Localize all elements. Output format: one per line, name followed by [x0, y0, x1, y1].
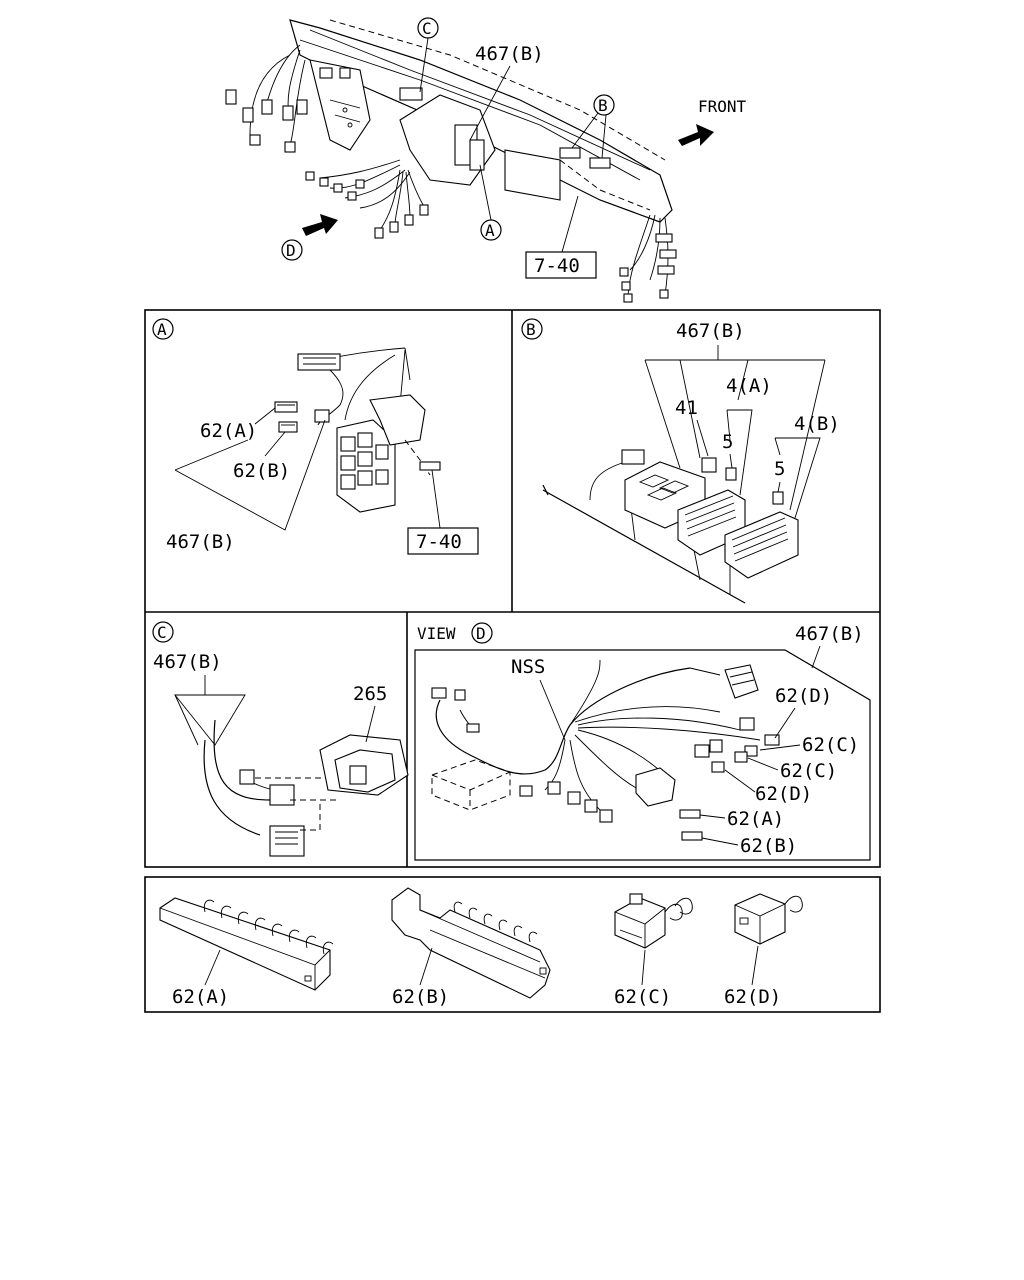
front-arrow-icon [678, 124, 714, 146]
panel-d-title: VIEW [417, 624, 456, 643]
legend-label-62c: 62(C) [614, 986, 671, 1008]
overview-callout-d: D [286, 241, 296, 260]
connector-62a [274, 401, 298, 413]
relay-41 [701, 457, 717, 473]
panel-a: A 62(A) 62(B) 467(B) 7-40 [152, 318, 479, 555]
panel-b-label-41: 41 [675, 397, 698, 419]
connector-62d-detail [734, 893, 803, 945]
panel-a-tag: A [157, 320, 167, 339]
panel-c: C 467(B) 265 [152, 621, 409, 857]
legend-label-62a: 62(A) [172, 986, 229, 1008]
panel-c-tag: C [157, 623, 167, 642]
legend-frame [144, 876, 881, 1013]
panel-b: B 467(B) 4(A) 41 5 4(B) 5 [521, 318, 840, 604]
overview-callouts: C 467(B) B FRONT A D 7-40 [281, 17, 747, 279]
view-d-frame [414, 649, 871, 861]
panel-d-label-nss: NSS [511, 656, 545, 678]
panel-b-label-5a: 5 [722, 431, 733, 453]
overview-callout-c: C [422, 19, 432, 38]
panel-a-label-62a: 62(A) [200, 420, 257, 442]
legend-label-62b: 62(B) [392, 986, 449, 1008]
panel-b-label-5b: 5 [774, 458, 785, 480]
connector-62b [278, 421, 298, 433]
overview-callout-a: A [485, 221, 495, 240]
overview-ref-box [525, 251, 597, 279]
connector-62a-detail [159, 897, 334, 991]
panel-b-label-4b: 4(B) [794, 413, 840, 435]
panel-d: VIEW D 467(B) NSS [414, 622, 871, 861]
panel-d-label-62d-1: 62(D) [775, 685, 832, 707]
front-label: FRONT [698, 97, 747, 116]
panel-b-label-467b: 467(B) [676, 320, 745, 342]
panel-d-label-62c-2: 62(C) [780, 760, 837, 782]
panel-c-label-265: 265 [353, 683, 387, 705]
connector-62c-detail [614, 893, 693, 949]
panel-d-tag: D [476, 624, 486, 643]
legend-label-62d: 62(D) [724, 986, 781, 1008]
panel-a-label-62b: 62(B) [233, 460, 290, 482]
panel-a-label-467b: 467(B) [166, 531, 235, 553]
panel-d-label-62a: 62(A) [727, 808, 784, 830]
panel-a-ref-text: 7-40 [416, 531, 462, 553]
view-d-arrow-icon [302, 214, 338, 236]
panel-d-label-467b: 467(B) [795, 623, 864, 645]
overview-part-467b: 467(B) [475, 43, 544, 65]
panel-d-label-62d-2: 62(D) [755, 783, 812, 805]
panel-c-label-467b: 467(B) [153, 651, 222, 673]
overview-harness [225, 19, 677, 303]
panel-d-label-62b: 62(B) [740, 835, 797, 857]
overview-callout-b: B [598, 96, 608, 115]
panel-a-ref-box [407, 527, 479, 555]
panel-b-label-4a: 4(A) [726, 375, 772, 397]
panel-d-label-62c-1: 62(C) [802, 734, 859, 756]
overview-ref-text: 7-40 [534, 255, 580, 277]
fuse-5a [725, 467, 737, 481]
fuse-5b [772, 491, 784, 505]
panel-b-tag: B [526, 320, 536, 339]
connector-62b-detail [391, 887, 551, 999]
legend-connectors: 62(A) 62(B) 62(C) 62(D) [159, 887, 803, 1008]
